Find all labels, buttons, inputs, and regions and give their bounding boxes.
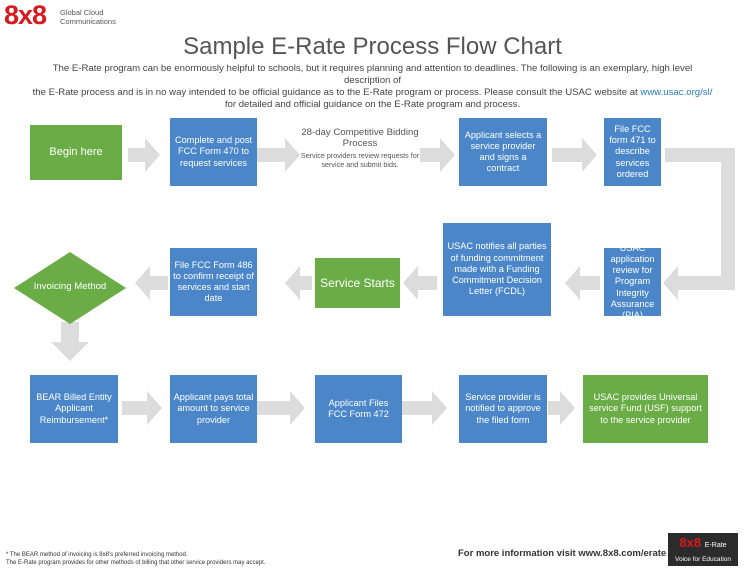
fcdl-notice-box: USAC notifies all parties of funding com… [443, 223, 551, 316]
arrow-notified-to-usf [548, 391, 575, 425]
file-form-486-box: File FCC Form 486 to confirm receipt of … [170, 248, 257, 316]
arrow-fcdl-to-service [403, 266, 437, 300]
arrow-contract-to-471 [552, 138, 597, 172]
arrow-470-to-bidding [218, 138, 300, 172]
erate-badge: 8x8 E-Rate Voice for Education [668, 533, 738, 566]
pia-review-box: USAC application review for Program Inte… [604, 243, 661, 320]
applicant-pays-box: Applicant pays total amount to service p… [170, 375, 257, 443]
intro-text: The E-Rate program can be enormously hel… [32, 63, 713, 110]
arrow-472-to-notified [394, 391, 447, 425]
arrow-pays-to-472 [253, 391, 305, 425]
invoicing-method-diamond [14, 252, 126, 324]
logo-mark: 8x8 [4, 0, 47, 30]
arrow-service-to-486 [285, 266, 312, 300]
invoicing-method-label: Invoicing Method [33, 281, 107, 292]
begin-here-box: Begin here [30, 125, 122, 180]
arrow-486-to-invoicing [135, 266, 168, 300]
logo: 8x8 Global Cloud Communications [4, 0, 174, 32]
provider-notified-box: Service provider is notified to approve … [459, 375, 547, 443]
arrow-bear-to-pays [122, 391, 162, 425]
bear-box: BEAR Billed Entity Applicant Reimburseme… [30, 375, 118, 443]
usf-support-box: USAC provides Universal service Fund (US… [583, 375, 708, 443]
footnote: * The BEAR method of invoicing is 8x8’s … [6, 552, 266, 566]
post-form-470-box: Complete and post FCC Form 470 to reques… [170, 118, 257, 186]
arrow-invoicing-to-bear [51, 322, 89, 361]
file-form-471-box: File FCC form 471 to describe services o… [604, 118, 661, 186]
select-provider-box: Applicant selects a service provider and… [459, 118, 547, 186]
arrow-bidding-to-contract [420, 138, 455, 172]
arrow-begin-to-470 [128, 138, 160, 172]
bidding-process-text: 28-day Competitive Bidding Process Servi… [300, 127, 420, 169]
arrow-471-to-pia [663, 148, 735, 300]
usac-link[interactable]: www.usac.org/sl/ [640, 87, 713, 98]
more-info-text[interactable]: For more information visit www.8x8.com/e… [458, 548, 667, 559]
file-form-472-box: Applicant Files FCC Form 472 [315, 375, 402, 443]
service-starts-box: Service Starts [315, 258, 400, 308]
arrow-pia-to-fcdl [565, 266, 600, 300]
page-title: Sample E-Rate Process Flow Chart [183, 33, 562, 60]
logo-tagline: Global Cloud Communications [60, 8, 116, 26]
